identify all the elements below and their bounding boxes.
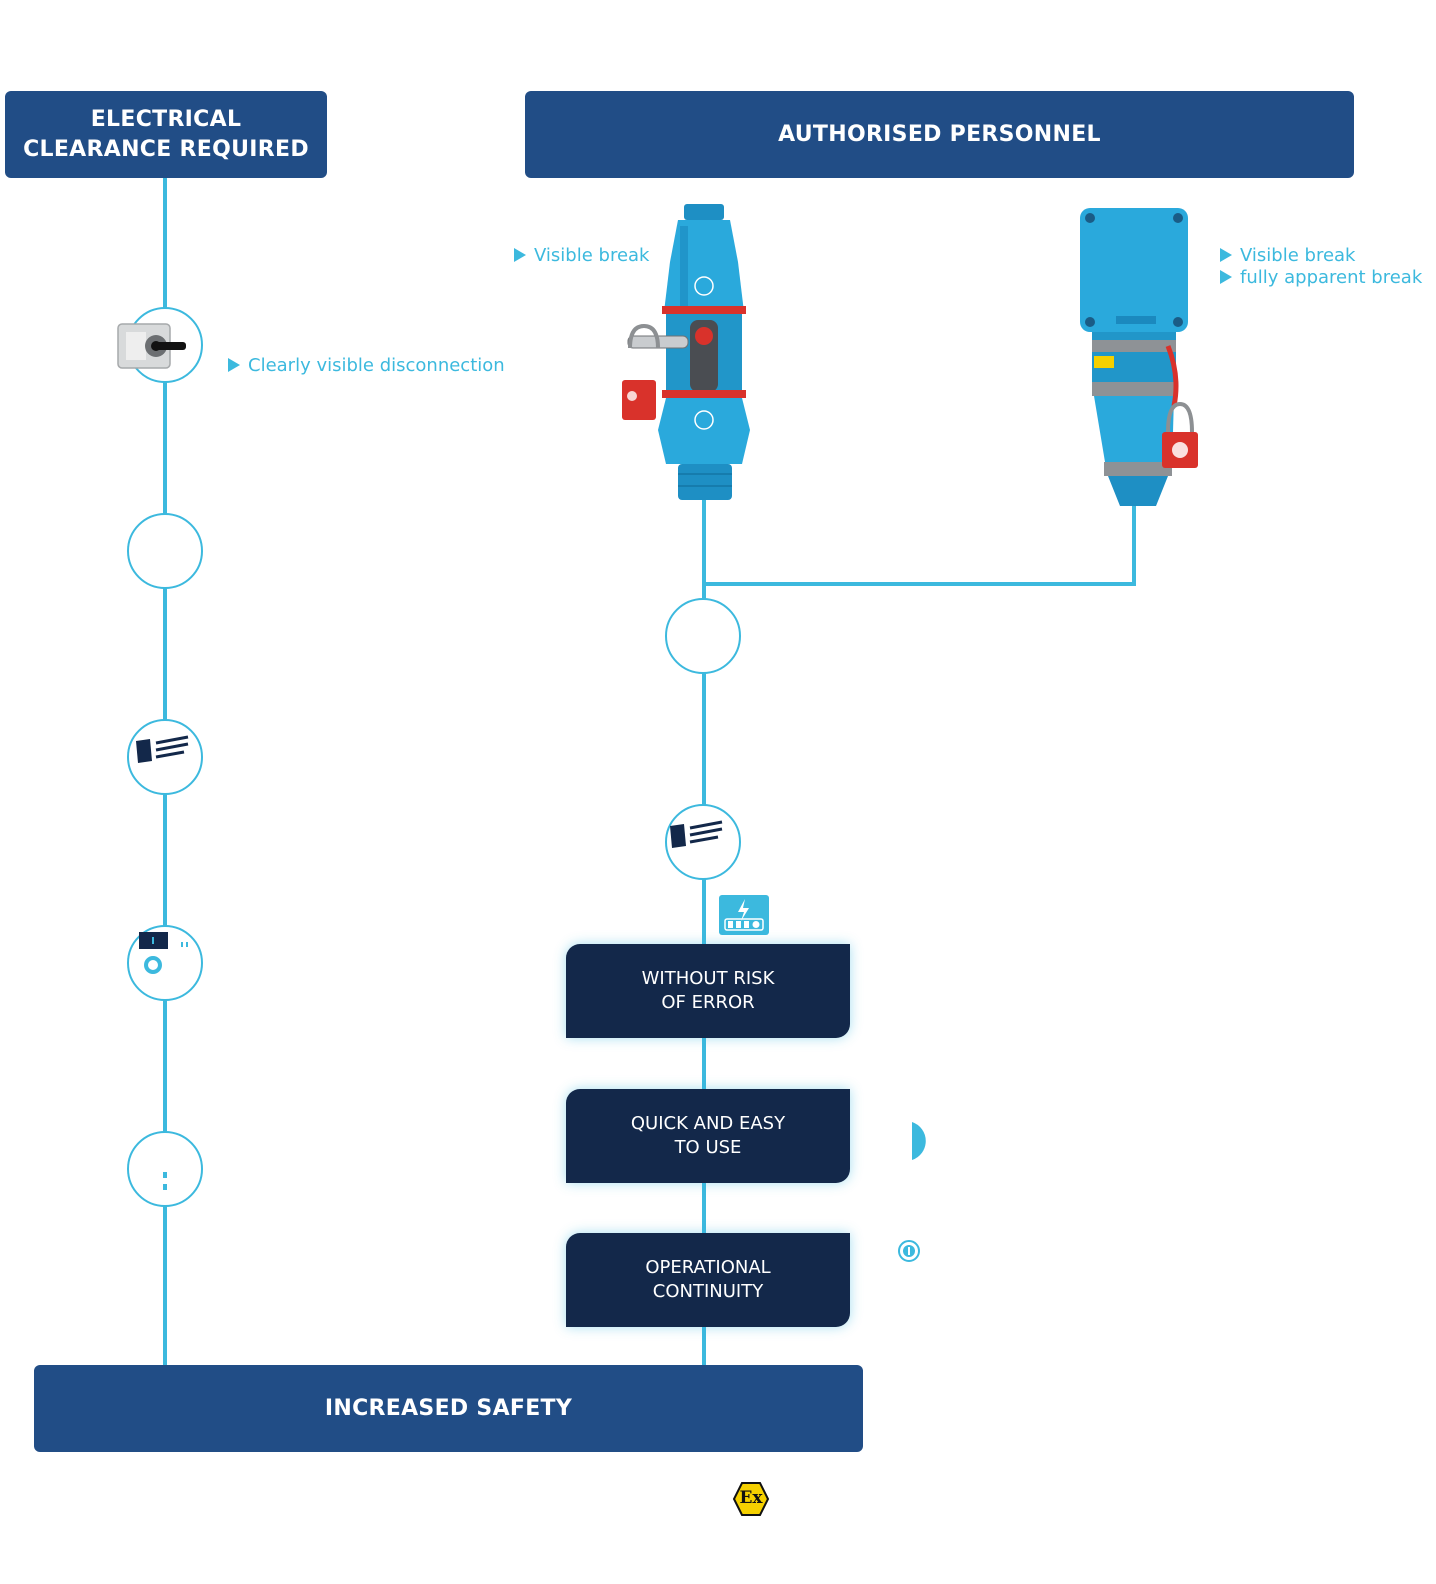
socket-connector-image [1080, 208, 1198, 506]
step-node-right-1 [665, 598, 741, 674]
arrow-right-icon [1220, 248, 1232, 262]
step-node-measure [127, 925, 203, 1001]
arrow-right-icon [514, 248, 526, 262]
header-increased-safety: INCREASED SAFETY [34, 1365, 863, 1452]
note-socket-apparent-break: fully apparent break [1220, 267, 1422, 288]
header-authorised-personnel: AUTHORISED PERSONNEL [525, 91, 1354, 178]
voltage-tester-icon [719, 895, 769, 935]
arrow-right-icon [228, 358, 240, 372]
half-circle-icon [912, 1122, 926, 1160]
benefit-operational-continuity-label: OPERATIONAL CONTINUITY [645, 1257, 771, 1302]
dash-mark-icon [163, 1172, 167, 1190]
measure-icon [139, 932, 188, 974]
isolator-switch-icon [117, 323, 186, 369]
note-plug-visible-break: Visible break [514, 245, 649, 266]
header-increased-safety-label: INCREASED SAFETY [324, 1396, 573, 1421]
header-electrical-clearance: ELECTRICAL CLEARANCE REQUIRED [5, 91, 327, 178]
note-socket-apparent-break-text: fully apparent break [1240, 267, 1423, 288]
benefit-operational-continuity: OPERATIONAL CONTINUITY [566, 1233, 850, 1327]
document-icon [670, 820, 723, 848]
note-plug-visible-break-text: Visible break [534, 245, 650, 266]
note-clearly-visible-text: Clearly visible disconnection [248, 355, 505, 376]
benefit-quick-easy-label: QUICK AND EASY TO USE [630, 1113, 786, 1158]
connector-join-line [702, 582, 1136, 586]
benefit-quick-easy: QUICK AND EASY TO USE [566, 1089, 850, 1183]
header-authorised-personnel-label: AUTHORISED PERSONNEL [778, 122, 1101, 147]
benefit-without-risk-label: WITHOUT RISK OF ERROR [641, 968, 775, 1013]
socket-flow-line [1132, 505, 1136, 586]
info-circle-icon [898, 1240, 920, 1262]
atex-ex-label: Ex [739, 1488, 763, 1508]
note-clearly-visible: Clearly visible disconnection [228, 355, 505, 376]
step-node-2 [127, 513, 203, 589]
step-node-5 [127, 1131, 203, 1207]
benefit-without-risk: WITHOUT RISK OF ERROR [566, 944, 850, 1038]
document-icon [136, 735, 189, 763]
atex-ex-icon: Ex [732, 1481, 770, 1517]
header-electrical-clearance-label: ELECTRICAL CLEARANCE REQUIRED [23, 106, 309, 162]
plug-flow-line [702, 500, 706, 1365]
arrow-right-icon [1220, 270, 1232, 284]
note-socket-visible-break: Visible break [1220, 245, 1355, 266]
note-socket-visible-break-text: Visible break [1240, 245, 1356, 266]
step-node-right-document [665, 804, 741, 880]
plug-connector-image [622, 204, 750, 500]
